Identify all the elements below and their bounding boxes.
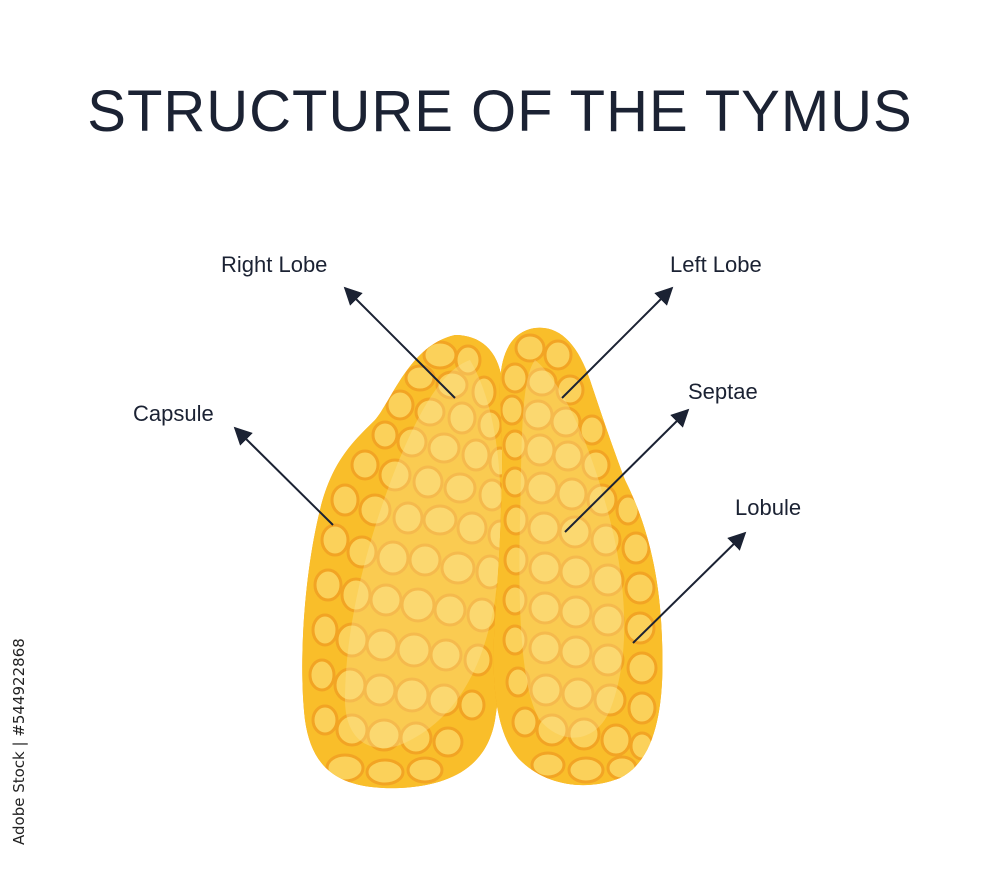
right-lobe	[302, 335, 516, 789]
septae-label: Septae	[688, 379, 758, 404]
left-lobe	[493, 327, 663, 786]
left-lobe-lobules	[493, 327, 663, 786]
left-lobe-pointer	[561, 286, 674, 399]
septae-pointer	[564, 408, 690, 533]
lobule-pointer	[632, 531, 747, 644]
right-lobe-pointer	[343, 286, 456, 399]
left-lobe-label: Left Lobe	[670, 252, 762, 277]
capsule-pointer	[233, 426, 334, 526]
stock-id-watermark: Adobe Stock | #544922868	[10, 638, 28, 845]
lobule-label: Lobule	[735, 495, 802, 520]
right-lobe-label: Right Lobe	[221, 252, 328, 277]
right-lobe-lobules	[302, 335, 516, 789]
diagram-title: STRUCTURE OF THE TYMUS	[87, 79, 913, 144]
capsule-label: Capsule	[133, 401, 214, 426]
